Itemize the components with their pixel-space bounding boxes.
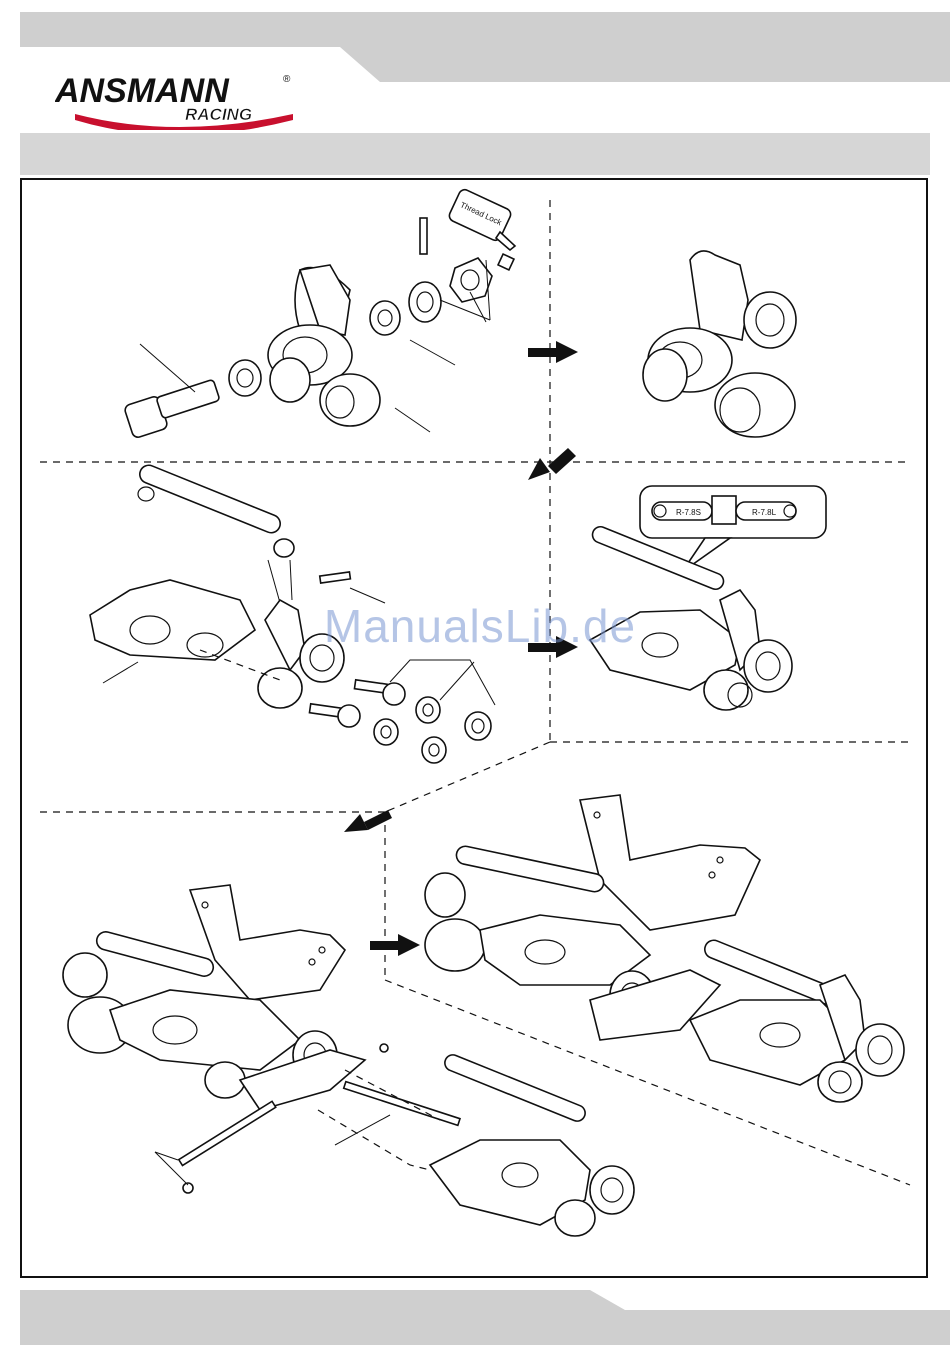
watermark-text: ManualsLib.de — [290, 596, 670, 656]
hub-carrier-exploded: Thread Lock — [124, 188, 515, 439]
diagonal-arrow-icon — [528, 448, 576, 480]
step-arrow-icon — [370, 934, 420, 956]
thread-lock-bottle: Thread Lock — [447, 188, 515, 250]
turnbuckle-label-left: R-7.8S — [676, 508, 701, 517]
turnbuckle-label-right: R-7.8L — [752, 508, 777, 517]
rear-assembly-complete — [425, 795, 904, 1102]
hub-carrier-assembled — [643, 251, 796, 437]
step-arrow-icon — [528, 341, 578, 363]
